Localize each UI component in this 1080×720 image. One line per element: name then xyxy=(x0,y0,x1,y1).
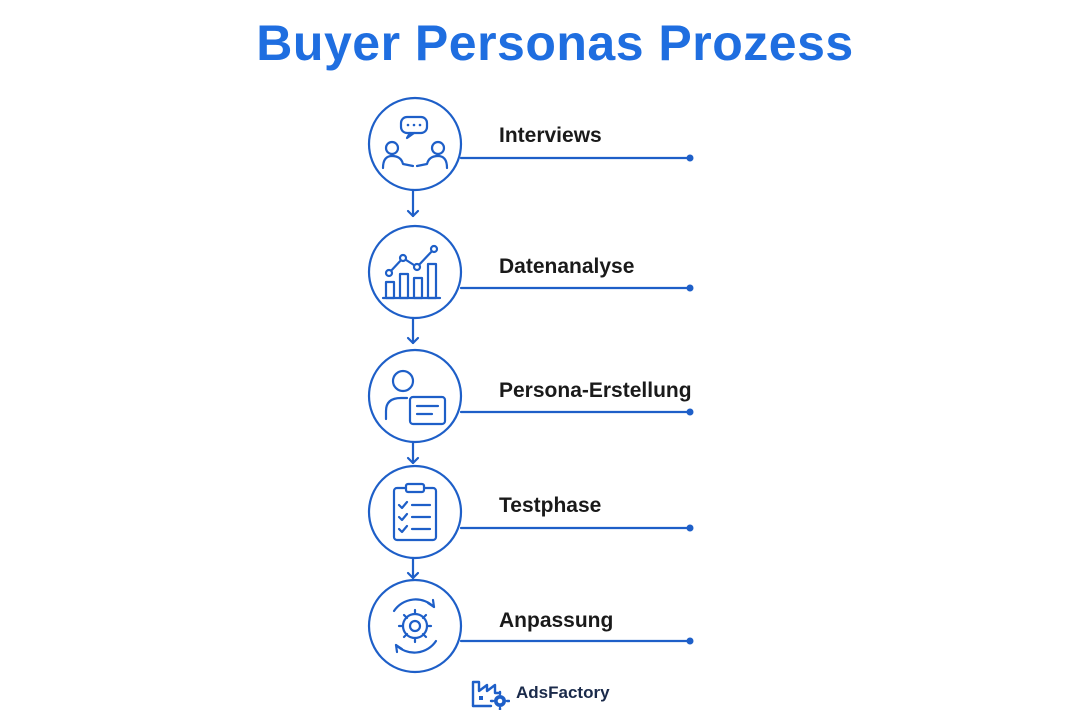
step-label-datenanalyse: Datenanalyse xyxy=(499,255,635,278)
step-testphase xyxy=(367,464,694,560)
connector-dot xyxy=(686,408,694,416)
arrow-down-icon xyxy=(406,317,420,345)
step-interviews xyxy=(367,96,694,192)
interview-chat-icon xyxy=(381,115,449,170)
arrow-down-icon xyxy=(406,441,420,465)
step-circle xyxy=(367,96,463,192)
clipboard-checklist-icon xyxy=(392,482,438,542)
step-label-persona-erstellung: Persona-Erstellung xyxy=(499,379,692,402)
persona-profile-icon xyxy=(384,369,447,426)
connector-dot xyxy=(686,154,694,162)
connector-dot xyxy=(686,524,694,532)
step-label-anpassung: Anpassung xyxy=(499,609,614,632)
step-circle xyxy=(367,578,463,674)
arrow-down-icon xyxy=(406,557,420,580)
brand-name: AdsFactory xyxy=(516,683,610,702)
brand-logo: AdsFactory xyxy=(470,676,610,710)
step-persona-erstellung xyxy=(367,348,694,444)
arrow-down-icon xyxy=(406,189,420,218)
step-label-interviews: Interviews xyxy=(499,124,602,147)
connector-dot xyxy=(686,284,694,292)
bar-chart-trend-icon xyxy=(381,244,442,300)
step-datenanalyse xyxy=(367,224,694,320)
gear-cycle-icon xyxy=(392,598,438,654)
step-circle xyxy=(367,348,463,444)
step-circle xyxy=(367,464,463,560)
factory-logo-icon xyxy=(471,680,510,710)
page-title: Buyer Personas Prozess xyxy=(256,15,854,71)
step-circle xyxy=(367,224,463,320)
step-anpassung xyxy=(367,578,694,674)
connector-dot xyxy=(686,637,694,645)
step-label-testphase: Testphase xyxy=(499,494,602,517)
